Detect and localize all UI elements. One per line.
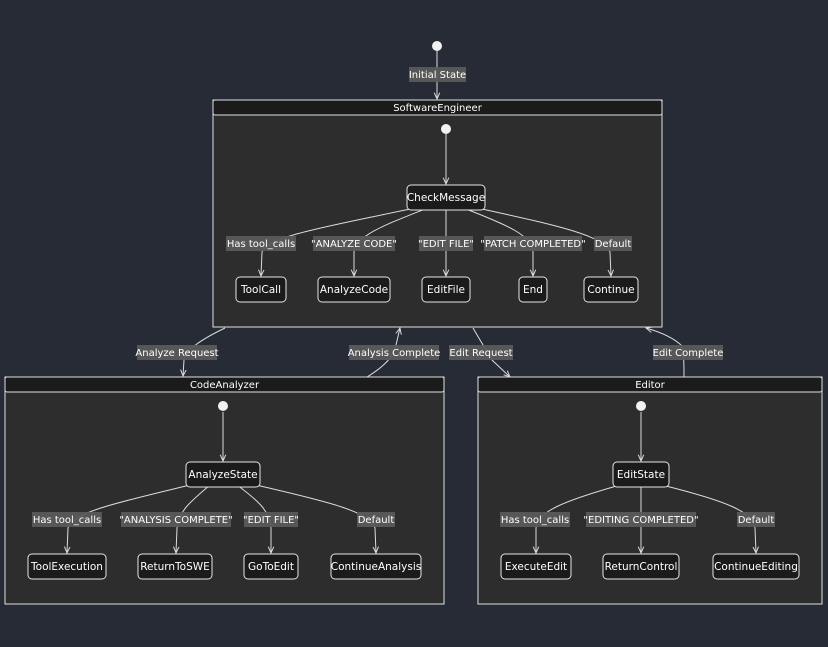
state-return-control[interactable]: ReturnControl: [602, 553, 680, 580]
svg-text:"EDITING COMPLETED": "EDITING COMPLETED": [583, 515, 698, 526]
svg-text:Default: Default: [738, 515, 775, 526]
svg-text:EditFile: EditFile: [427, 284, 465, 296]
svg-text:EditState: EditState: [617, 469, 665, 481]
edge-label-analyze-request: Analyze Request: [135, 345, 219, 360]
edge-label-ca-tool-calls: Has tool_calls: [32, 512, 102, 527]
edge-label-edit-complete: Edit Complete: [653, 345, 724, 360]
state-edit-file[interactable]: EditFile: [421, 276, 471, 303]
svg-text:AnalyzeState: AnalyzeState: [188, 469, 257, 481]
cluster-title-software-engineer: SoftwareEngineer: [393, 103, 483, 114]
edge-label-initial-state: Initial State: [409, 67, 466, 82]
svg-text:Initial State: Initial State: [409, 70, 466, 81]
svg-text:"PATCH COMPLETED": "PATCH COMPLETED": [480, 239, 585, 250]
svg-text:ReturnControl: ReturnControl: [605, 561, 678, 573]
svg-text:Default: Default: [595, 239, 632, 250]
svg-text:ContinueEditing: ContinueEditing: [714, 561, 798, 573]
edge-label-edit-request: Edit Request: [449, 345, 513, 360]
edge-label-ed-tool-calls: Has tool_calls: [500, 512, 570, 527]
state-analyze-state[interactable]: AnalyzeState: [185, 461, 261, 488]
edge-label-ca-analysis-complete: "ANALYSIS COMPLETE": [119, 512, 233, 527]
svg-text:Default: Default: [358, 515, 395, 526]
edge-ca-return: [176, 484, 211, 553]
state-continue-analysis[interactable]: ContinueAnalysis: [330, 553, 422, 580]
svg-text:Analysis Complete: Analysis Complete: [348, 348, 441, 359]
svg-text:ContinueAnalysis: ContinueAnalysis: [331, 561, 421, 573]
svg-text:AnalyzeCode: AnalyzeCode: [320, 284, 388, 296]
state-return-to-swe[interactable]: ReturnToSWE: [137, 553, 213, 580]
state-continue[interactable]: Continue: [583, 276, 639, 303]
edge-label-swe-analyze-code: "ANALYZE CODE": [311, 236, 397, 251]
start-state-software-engineer: [441, 124, 451, 134]
state-execute-edit[interactable]: ExecuteEdit: [500, 553, 572, 580]
edge-label-ca-default: Default: [357, 512, 395, 527]
start-state-code-analyzer: [218, 401, 228, 411]
svg-text:"ANALYZE CODE": "ANALYZE CODE": [311, 239, 397, 250]
svg-text:Analyze Request: Analyze Request: [135, 348, 218, 359]
edge-label-ed-default: Default: [737, 512, 775, 527]
state-go-to-edit[interactable]: GoToEdit: [243, 553, 299, 580]
edge-label-swe-tool-calls: Has tool_calls: [226, 236, 296, 251]
edge-label-analysis-complete: Analysis Complete: [348, 345, 441, 360]
svg-text:CheckMessage: CheckMessage: [407, 192, 485, 204]
cluster-title-code-analyzer: CodeAnalyzer: [190, 380, 260, 391]
svg-text:"EDIT FILE": "EDIT FILE": [243, 515, 299, 526]
svg-text:Has tool_calls: Has tool_calls: [227, 239, 295, 250]
edge-ca-gotoedit: [236, 484, 271, 553]
state-tool-call[interactable]: ToolCall: [235, 276, 287, 303]
state-tool-execution[interactable]: ToolExecution: [27, 553, 107, 580]
start-state-top: [432, 41, 442, 51]
svg-text:End: End: [523, 284, 543, 296]
svg-text:"ANALYSIS COMPLETE": "ANALYSIS COMPLETE": [119, 515, 232, 526]
svg-text:Continue: Continue: [587, 284, 634, 296]
svg-text:"EDIT FILE": "EDIT FILE": [418, 239, 474, 250]
edge-label-ed-editing-completed: "EDITING COMPLETED": [583, 512, 699, 527]
svg-text:Edit Request: Edit Request: [449, 348, 512, 359]
state-analyze-code[interactable]: AnalyzeCode: [317, 276, 391, 303]
state-end[interactable]: End: [518, 276, 548, 303]
state-edit-state[interactable]: EditState: [612, 461, 670, 488]
state-continue-editing[interactable]: ContinueEditing: [712, 553, 800, 580]
edge-swe-analyze: [354, 208, 426, 276]
svg-text:ToolCall: ToolCall: [240, 284, 281, 296]
start-state-editor: [636, 401, 646, 411]
edge-swe-end: [465, 208, 533, 276]
edge-label-ca-edit-file: "EDIT FILE": [243, 512, 299, 527]
edge-label-swe-default: Default: [594, 236, 632, 251]
cluster-title-editor: Editor: [635, 380, 665, 391]
edge-label-swe-patch-completed: "PATCH COMPLETED": [480, 236, 586, 251]
svg-text:GoToEdit: GoToEdit: [248, 561, 294, 573]
edge-label-swe-edit-file: "EDIT FILE": [418, 236, 474, 251]
svg-text:Edit Complete: Edit Complete: [653, 348, 724, 359]
svg-text:ReturnToSWE: ReturnToSWE: [140, 561, 210, 573]
svg-text:ExecuteEdit: ExecuteEdit: [505, 561, 567, 573]
svg-text:Has tool_calls: Has tool_calls: [33, 515, 101, 526]
svg-text:ToolExecution: ToolExecution: [30, 561, 103, 573]
svg-text:Has tool_calls: Has tool_calls: [501, 515, 569, 526]
state-check-message[interactable]: CheckMessage: [406, 184, 486, 211]
